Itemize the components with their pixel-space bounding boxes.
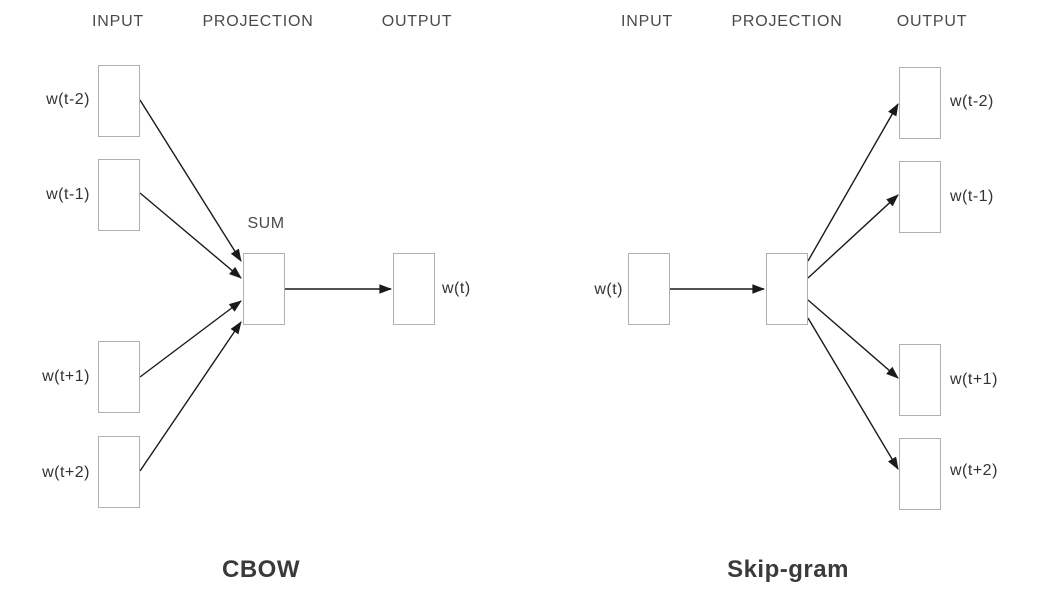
cbow-header-input: INPUT [92, 13, 144, 30]
cbow-input-box-wt-plus-2 [98, 436, 140, 508]
skipgram-output-box-wt-minus-1 [899, 161, 941, 233]
skipgram-arrow-projection-to-output1 [807, 103, 899, 262]
cbow-header-projection: PROJECTION [202, 13, 314, 30]
cbow-arrow-input2-to-projection [139, 192, 242, 279]
cbow-projection-box [243, 253, 285, 325]
skipgram-output-label-wt-plus-1: w(t+1) [950, 371, 998, 388]
cbow-output-box [393, 253, 435, 325]
skipgram-output-box-wt-plus-2 [899, 438, 941, 510]
cbow-header-output: OUTPUT [381, 13, 453, 30]
skipgram-projection-box [766, 253, 808, 325]
cbow-input-label-wt-plus-1: w(t+1) [42, 368, 90, 385]
skipgram-output-label-wt-minus-2: w(t-2) [950, 93, 994, 110]
cbow-arrow-input1-to-projection [139, 99, 242, 262]
cbow-input-label-wt-minus-2: w(t-2) [46, 91, 90, 108]
skipgram-input-label: w(t) [594, 281, 623, 298]
cbow-arrow-input3-to-projection [139, 300, 242, 378]
skipgram-arrow-projection-to-output2 [807, 194, 899, 279]
skipgram-arrow-projection-to-output4 [807, 317, 899, 470]
cbow-input-box-wt-minus-1 [98, 159, 140, 231]
skipgram-header-output: OUTPUT [896, 13, 968, 30]
cbow-input-box-wt-plus-1 [98, 341, 140, 413]
cbow-input-label-wt-plus-2: w(t+2) [42, 464, 90, 481]
skipgram-arrow-projection-to-output3 [807, 299, 899, 379]
cbow-input-label-wt-minus-1: w(t-1) [46, 186, 90, 203]
skipgram-output-box-wt-minus-2 [899, 67, 941, 139]
skipgram-title: Skip-gram [727, 556, 849, 583]
skipgram-input-box [628, 253, 670, 325]
cbow-input-box-wt-minus-2 [98, 65, 140, 137]
skipgram-output-label-wt-minus-1: w(t-1) [950, 188, 994, 205]
skipgram-output-box-wt-plus-1 [899, 344, 941, 416]
cbow-title: CBOW [222, 556, 300, 583]
cbow-arrow-input4-to-projection [139, 321, 242, 472]
skipgram-header-input: INPUT [621, 13, 673, 30]
skipgram-output-label-wt-plus-2: w(t+2) [950, 462, 998, 479]
cbow-output-label: w(t) [442, 280, 471, 297]
cbow-sum-label: SUM [247, 215, 285, 232]
skipgram-header-projection: PROJECTION [731, 13, 843, 30]
